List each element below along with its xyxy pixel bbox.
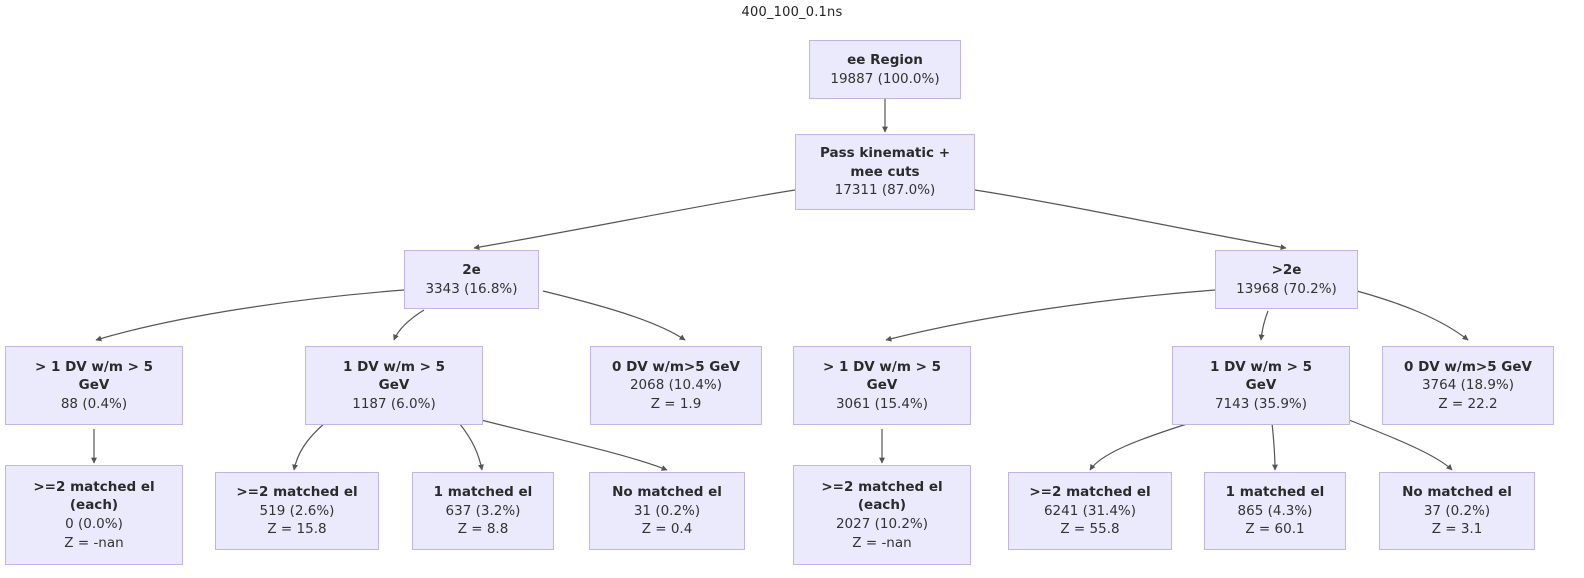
page-title: 400_100_0.1ns <box>741 5 843 20</box>
node-left-no-matched-label: No matched el <box>612 484 722 501</box>
node-2e-count: 3343 (16.8%) <box>425 280 518 297</box>
edge-2e-l-0dv <box>542 290 686 341</box>
node-left-no-matched-z: Z = 0.4 <box>641 521 693 538</box>
node-left-0-dv-count: 2068 (10.4%) <box>629 377 723 394</box>
node-right-ge2-matched-count: 6241 (31.4%) <box>1043 502 1137 519</box>
node-left-0-dv-z: Z = 1.9 <box>650 395 702 412</box>
edge-pass-2e <box>473 189 796 251</box>
node-left-1-dv-label: 1 DV w/m > 5 GeV <box>342 358 446 394</box>
node-right-no-matched-z: Z = 3.1 <box>1431 521 1483 538</box>
edge-l-1dv-1m <box>458 422 484 471</box>
node-root-label: ee Region <box>847 51 923 68</box>
edge-gt2e-r-gt1dv <box>885 289 1216 342</box>
node-left-0-dv[interactable]: 0 DV w/m>5 GeV 2068 (10.4%) Z = 1.9 <box>590 346 762 425</box>
node-left-each-matched-label: >=2 matched el (each) <box>33 478 155 514</box>
edge-l-1dv-ge2 <box>292 422 326 471</box>
node-right-1-matched-count: 865 (4.3%) <box>1237 502 1313 519</box>
node-2e-label: 2e <box>462 261 481 278</box>
edge-r-1dv-1m <box>1271 422 1278 471</box>
node-left-0-dv-label: 0 DV w/m>5 GeV <box>611 358 740 375</box>
node-right-each-matched-count: 2027 (10.2%) <box>835 516 929 532</box>
node-right-0-dv[interactable]: 0 DV w/m>5 GeV 3764 (18.9%) Z = 22.2 <box>1382 346 1554 425</box>
node-gt2e[interactable]: >2e 13968 (70.2%) <box>1215 250 1358 309</box>
node-right-ge2-matched-z: Z = 55.8 <box>1060 521 1120 538</box>
edge-r-1dv-ge2 <box>1089 422 1191 471</box>
node-right-ge2-matched-label: >=2 matched el <box>1029 484 1151 501</box>
node-right-1-dv[interactable]: 1 DV w/m > 5 GeV 7143 (35.9%) <box>1172 346 1350 425</box>
node-right-0-dv-label: 0 DV w/m>5 GeV <box>1403 358 1532 375</box>
node-right-no-matched-count: 37 (0.2%) <box>1423 502 1491 519</box>
node-left-gt1-dv-label: > 1 DV w/m > 5 GeV <box>34 358 154 394</box>
node-right-1-dv-count: 7143 (35.9%) <box>1214 395 1308 412</box>
node-left-each-matched[interactable]: >=2 matched el (each) 0 (0.0%) Z = -nan <box>5 465 183 565</box>
edge-gt2e-r-1dv <box>1258 310 1269 341</box>
node-left-1-dv-count: 1187 (6.0%) <box>352 395 436 412</box>
node-left-1-dv[interactable]: 1 DV w/m > 5 GeV 1187 (6.0%) <box>305 346 483 425</box>
node-right-gt1-dv-count: 3061 (15.4%) <box>835 395 929 412</box>
node-2e[interactable]: 2e 3343 (16.8%) <box>404 250 539 309</box>
node-left-1-matched-z: Z = 8.8 <box>457 521 509 538</box>
node-right-1-matched-label: 1 matched el <box>1225 484 1325 501</box>
edge-r-1dv-no <box>1348 419 1453 471</box>
node-pass-cuts[interactable]: Pass kinematic + mee cuts 17311 (87.0%) <box>795 134 975 210</box>
node-right-each-matched-z: Z = -nan <box>852 534 912 551</box>
node-pass-cuts-label: Pass kinematic + mee cuts <box>819 145 951 180</box>
node-right-0-dv-z: Z = 22.2 <box>1438 395 1498 412</box>
node-left-ge2-matched-count: 519 (2.6%) <box>259 502 335 519</box>
node-right-1-dv-label: 1 DV w/m > 5 GeV <box>1209 358 1313 394</box>
node-right-0-dv-count: 3764 (18.9%) <box>1421 377 1515 394</box>
node-left-1-matched-count: 637 (3.2%) <box>445 502 521 519</box>
node-left-ge2-matched-label: >=2 matched el <box>236 484 358 501</box>
node-right-1-matched[interactable]: 1 matched el 865 (4.3%) Z = 60.1 <box>1204 472 1346 550</box>
edge-pass-gt2e <box>974 189 1287 251</box>
node-left-ge2-matched[interactable]: >=2 matched el 519 (2.6%) Z = 15.8 <box>215 472 379 550</box>
node-right-1-matched-z: Z = 60.1 <box>1245 521 1305 538</box>
node-right-gt1-dv[interactable]: > 1 DV w/m > 5 GeV 3061 (15.4%) <box>793 346 971 425</box>
node-left-1-matched-label: 1 matched el <box>433 484 533 501</box>
node-left-no-matched[interactable]: No matched el 31 (0.2%) Z = 0.4 <box>589 472 745 550</box>
node-pass-cuts-count: 17311 (87.0%) <box>834 182 936 199</box>
node-right-no-matched[interactable]: No matched el 37 (0.2%) Z = 3.1 <box>1379 472 1535 550</box>
node-left-gt1-dv-count: 88 (0.4%) <box>60 395 128 412</box>
node-right-no-matched-label: No matched el <box>1402 484 1512 501</box>
node-left-no-matched-count: 31 (0.2%) <box>633 502 701 519</box>
node-left-1-matched[interactable]: 1 matched el 637 (3.2%) Z = 8.8 <box>412 472 554 550</box>
node-root[interactable]: ee Region 19887 (100.0%) <box>809 40 961 99</box>
node-left-ge2-matched-z: Z = 15.8 <box>267 521 327 538</box>
node-left-gt1-dv[interactable]: > 1 DV w/m > 5 GeV 88 (0.4%) <box>5 346 183 425</box>
node-right-gt1-dv-label: > 1 DV w/m > 5 GeV <box>822 358 942 394</box>
node-right-ge2-matched[interactable]: >=2 matched el 6241 (31.4%) Z = 55.8 <box>1008 472 1172 550</box>
node-gt2e-count: 13968 (70.2%) <box>1236 280 1337 297</box>
node-right-each-matched-label: >=2 matched el (each) <box>821 478 943 514</box>
edge-l-1dv-no <box>480 419 668 471</box>
node-left-each-matched-z: Z = -nan <box>64 534 124 551</box>
edge-2e-l-gt1dv <box>95 289 405 342</box>
node-right-each-matched[interactable]: >=2 matched el (each) 2027 (10.2%) Z = -… <box>793 465 971 565</box>
node-root-count: 19887 (100.0%) <box>830 70 940 87</box>
node-left-each-matched-count: 0 (0.0%) <box>65 516 123 532</box>
edge-2e-l-1dv <box>393 309 425 341</box>
edge-gt2e-r-0dv <box>1356 290 1469 341</box>
node-gt2e-label: >2e <box>1271 261 1302 278</box>
